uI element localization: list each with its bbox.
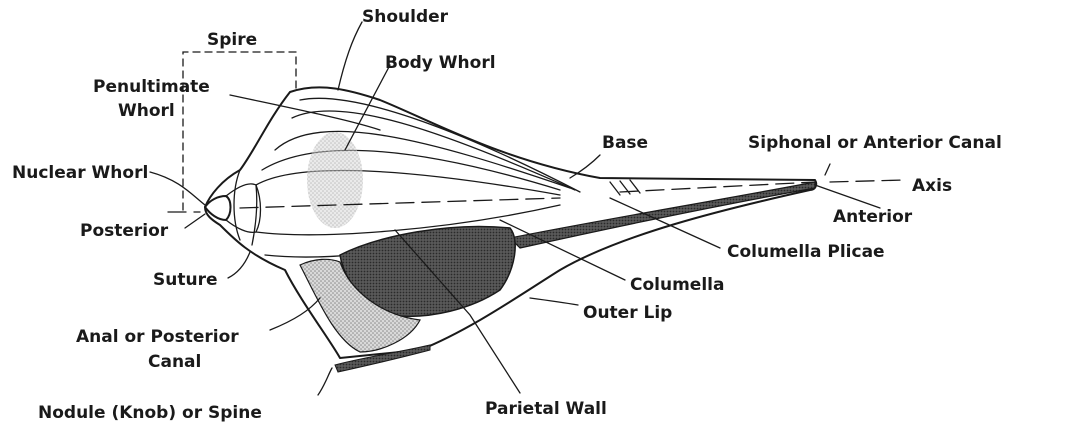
label-penultimate: Penultimate <box>93 77 210 97</box>
label-suture: Suture <box>153 270 218 290</box>
label-nuclear-whorl: Nuclear Whorl <box>12 163 148 183</box>
label-columella: Columella <box>630 275 724 295</box>
siphonal-canal-shape <box>510 182 815 248</box>
body-whorl-shading <box>307 132 363 228</box>
label-spire: Spire <box>207 30 257 50</box>
label-columella-plicae: Columella Plicae <box>727 242 885 262</box>
label-penultimate-whorl: Whorl <box>118 101 175 121</box>
label-nodule: Nodule (Knob) or Spine <box>38 403 262 423</box>
spire-bracket <box>183 52 296 210</box>
axis-line <box>168 180 905 212</box>
label-siphonal-canal: Siphonal or Anterior Canal <box>748 133 1002 153</box>
label-anal-canal: Anal or Posterior <box>76 327 239 347</box>
label-base: Base <box>602 133 648 153</box>
label-parietal-wall: Parietal Wall <box>485 399 607 419</box>
label-anterior: Anterior <box>833 207 913 227</box>
label-posterior: Posterior <box>80 221 169 241</box>
label-shoulder: Shoulder <box>362 7 449 27</box>
label-axis: Axis <box>912 176 952 196</box>
label-outer-lip: Outer Lip <box>583 303 672 323</box>
label-anal-canal-2: Canal <box>148 352 201 372</box>
label-body-whorl: Body Whorl <box>385 53 496 73</box>
